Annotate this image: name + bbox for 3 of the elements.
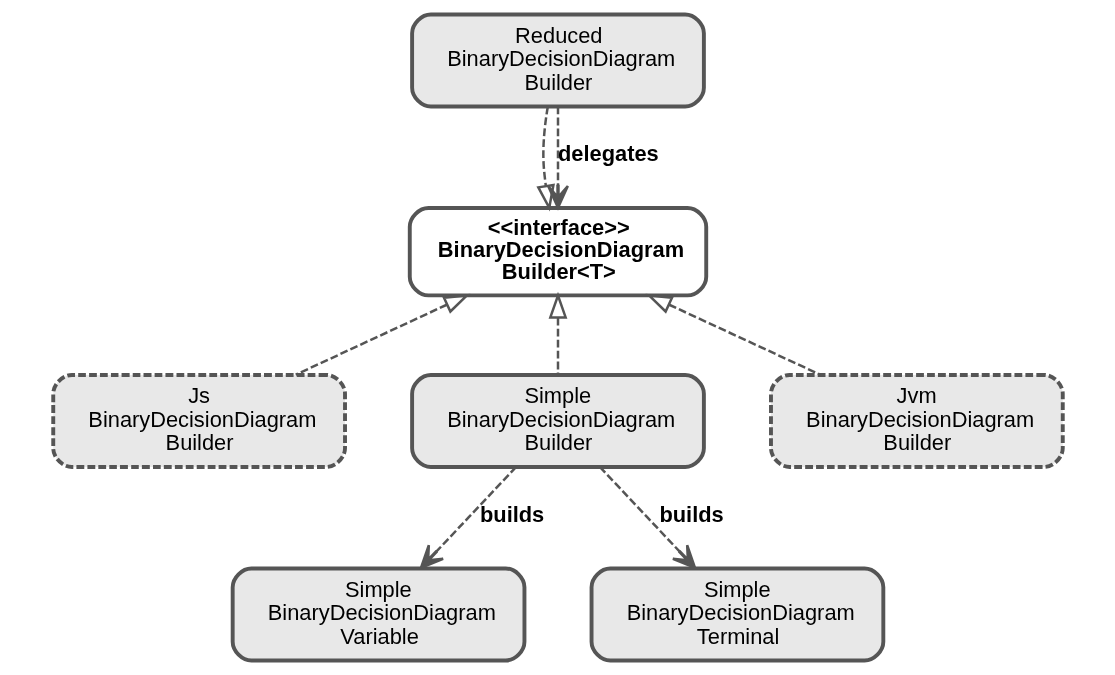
edge-label: builds [658,501,724,527]
edge-label: delegates [557,141,659,167]
edge-label: builds [479,501,544,527]
